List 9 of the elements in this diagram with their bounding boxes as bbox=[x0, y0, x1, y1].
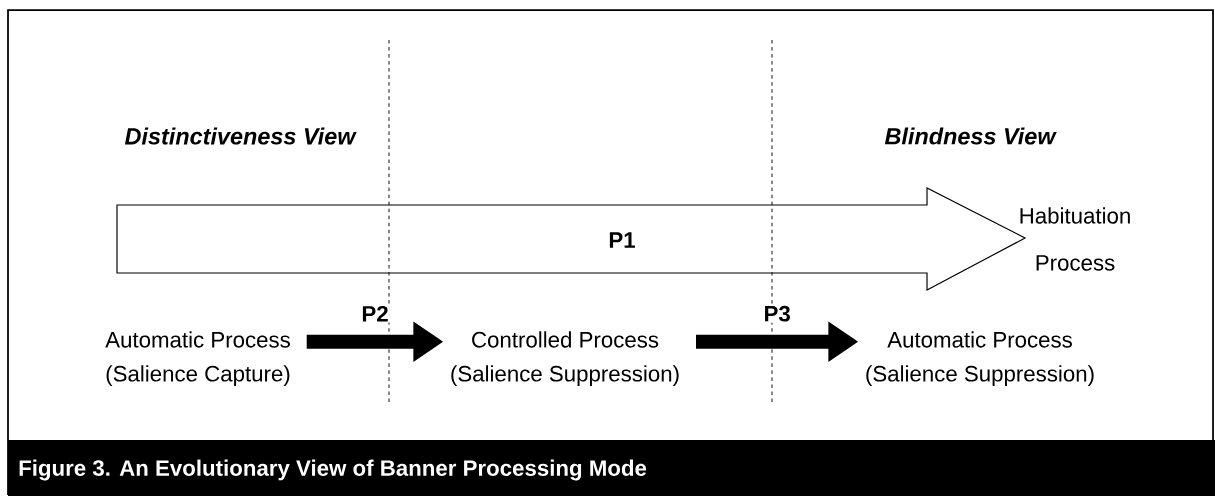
edge-label: P3 bbox=[762, 304, 792, 323]
process-label: Automatic Process (Salience Suppression) bbox=[866, 331, 1094, 386]
beside-label: Habituation Process bbox=[1020, 207, 1130, 271]
view-heading: Blindness View bbox=[884, 127, 1057, 145]
view-heading: Distinctiveness View bbox=[124, 127, 357, 145]
caption-bar: Figure 3. An Evolutionary View of Banner Processing Mode bbox=[8, 440, 1215, 496]
process-label: Controlled Process (Salience Suppression) bbox=[451, 331, 679, 386]
process-label: Automatic Process (Salience Capture) bbox=[105, 331, 290, 386]
edge-label: P2 bbox=[360, 304, 390, 323]
